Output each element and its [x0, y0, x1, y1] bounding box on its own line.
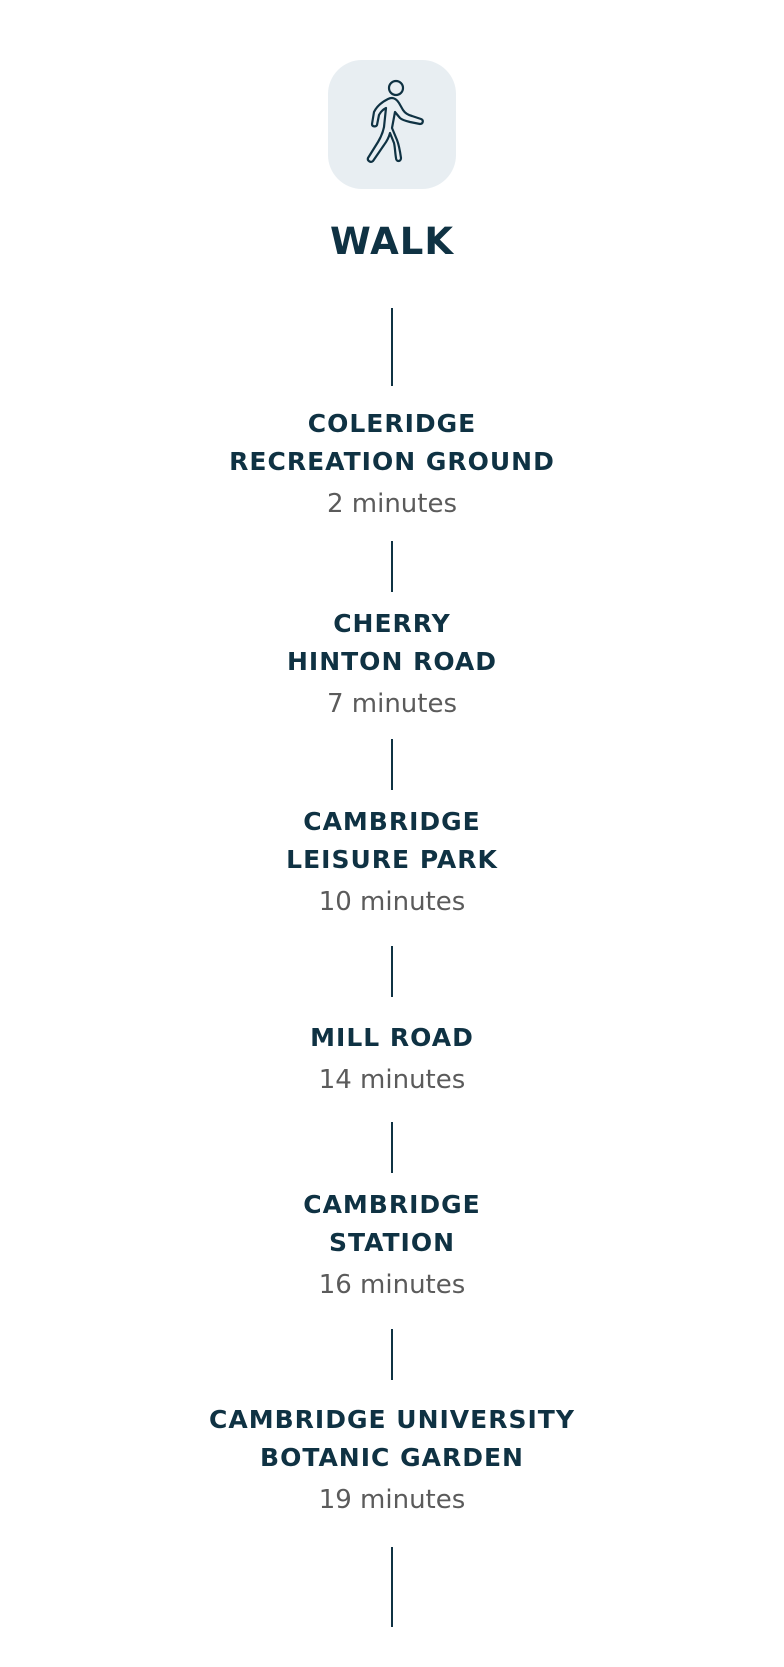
stop-name-line: CAMBRIDGE UNIVERSITY — [209, 1405, 575, 1434]
stop-walk-time: 2 minutes — [326, 489, 458, 519]
route-connector-line — [391, 739, 393, 790]
stop-name-line: COLERIDGE — [307, 409, 477, 438]
stop-name: COLERIDGE RECREATION GROUND — [0, 405, 784, 481]
walking-person-icon — [328, 60, 456, 189]
stop-name: CAMBRIDGE LEISURE PARK — [0, 803, 784, 879]
stop-name-line: BOTANIC GARDEN — [260, 1443, 524, 1472]
stop-name-line: STATION — [328, 1228, 456, 1257]
stop-cambridge-station: CAMBRIDGE STATION 16 minutes — [0, 1186, 784, 1302]
stop-name-line: MILL ROAD — [310, 1023, 474, 1052]
stop-name-line: CAMBRIDGE — [303, 807, 481, 836]
stop-walk-time: 7 minutes — [326, 689, 458, 719]
stop-mill-road: MILL ROAD 14 minutes — [0, 1019, 784, 1097]
stop-walk-time: 14 minutes — [318, 1065, 466, 1095]
stop-name-line: LEISURE PARK — [286, 845, 498, 874]
stop-walk-time: 10 minutes — [318, 887, 466, 917]
stop-coleridge-recreation-ground: COLERIDGE RECREATION GROUND 2 minutes — [0, 405, 784, 521]
route-connector-line — [391, 541, 393, 592]
route-connector-line — [391, 1547, 393, 1627]
stop-name: CAMBRIDGE UNIVERSITY BOTANIC GARDEN — [0, 1401, 784, 1477]
stop-cherry-hinton-road: CHERRY HINTON ROAD 7 minutes — [0, 605, 784, 721]
stop-name-line: CHERRY — [333, 609, 451, 638]
stop-name: MILL ROAD — [0, 1019, 784, 1057]
stop-name-line: RECREATION GROUND — [229, 447, 555, 476]
stop-name-line: HINTON ROAD — [286, 647, 497, 676]
stop-cambridge-leisure-park: CAMBRIDGE LEISURE PARK 10 minutes — [0, 803, 784, 919]
route-connector-line — [391, 946, 393, 997]
stop-name: CHERRY HINTON ROAD — [0, 605, 784, 681]
route-connector-line — [391, 1122, 393, 1173]
stop-name: CAMBRIDGE STATION — [0, 1186, 784, 1262]
stop-name-line: CAMBRIDGE — [303, 1190, 481, 1219]
stop-cambridge-university-botanic-garden: CAMBRIDGE UNIVERSITY BOTANIC GARDEN 19 m… — [0, 1401, 784, 1517]
route-connector-line — [391, 1329, 393, 1380]
mode-title: WALK — [329, 220, 455, 263]
stop-walk-time: 19 minutes — [318, 1485, 466, 1515]
stop-walk-time: 16 minutes — [318, 1270, 466, 1300]
route-connector-line — [391, 308, 393, 386]
